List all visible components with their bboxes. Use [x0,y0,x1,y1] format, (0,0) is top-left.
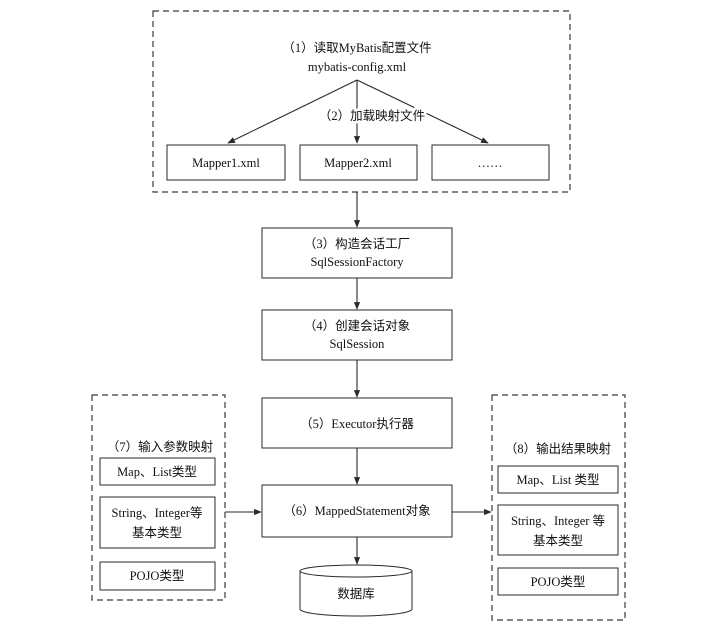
output-mapping-frame [491,394,626,621]
database-cylinder [299,564,413,617]
session-name: SqlSession [330,337,386,351]
factory-label: （3）构造会话工厂 [304,236,410,251]
mapper-more-box [431,144,550,181]
config-step-label: （1）读取MyBatis配置文件 [282,40,431,55]
load-mappers-label: （2）加载映射文件 [319,108,425,123]
input-pojo-label: POJO类型 [130,569,185,583]
input-basic-types-line1: String、Integer等 [112,505,203,520]
executor-label: （5）Executor执行器 [300,417,414,431]
input-map-list-box [99,457,216,486]
session-label: （4）创建会话对象 [304,319,410,333]
config-filename: mybatis-config.xml [308,60,407,74]
output-map-list-box [497,465,619,494]
output-map-list-label: Map、List 类型 [517,473,600,487]
output-basic-types-box [497,504,619,556]
factory-box [261,227,453,279]
arrow-to-mapper1 [227,79,358,144]
output-mapping-title: （8）输出结果映射 [505,441,611,456]
output-basic-types-line2: 基本类型 [533,534,583,548]
output-pojo-label: POJO类型 [531,575,586,589]
input-basic-types-box [99,496,216,549]
executor-box [261,397,453,449]
input-mapping-frame [91,394,226,601]
config-group-frame [152,10,571,193]
session-box [261,309,453,361]
input-mapping-title: （7）输入参数映射 [107,439,213,454]
output-basic-types-line1: String、Integer 等 [511,513,605,528]
mapper2-box [299,144,418,181]
mapper2-label: Mapper2.xml [324,156,392,170]
output-pojo-box [497,567,619,596]
database-label: 数据库 [337,586,375,601]
statement-label: （6）MappedStatement对象 [283,504,430,518]
mapper1-label: Mapper1.xml [192,156,260,170]
input-map-list-label: Map、List类型 [117,465,197,479]
arrow-to-mapper-more [356,79,489,144]
mapper1-box [166,144,286,181]
mapper-more-label: …… [478,156,503,170]
input-pojo-box [99,561,216,591]
input-basic-types-line2: 基本类型 [132,526,182,540]
factory-name: SqlSessionFactory [310,255,404,269]
